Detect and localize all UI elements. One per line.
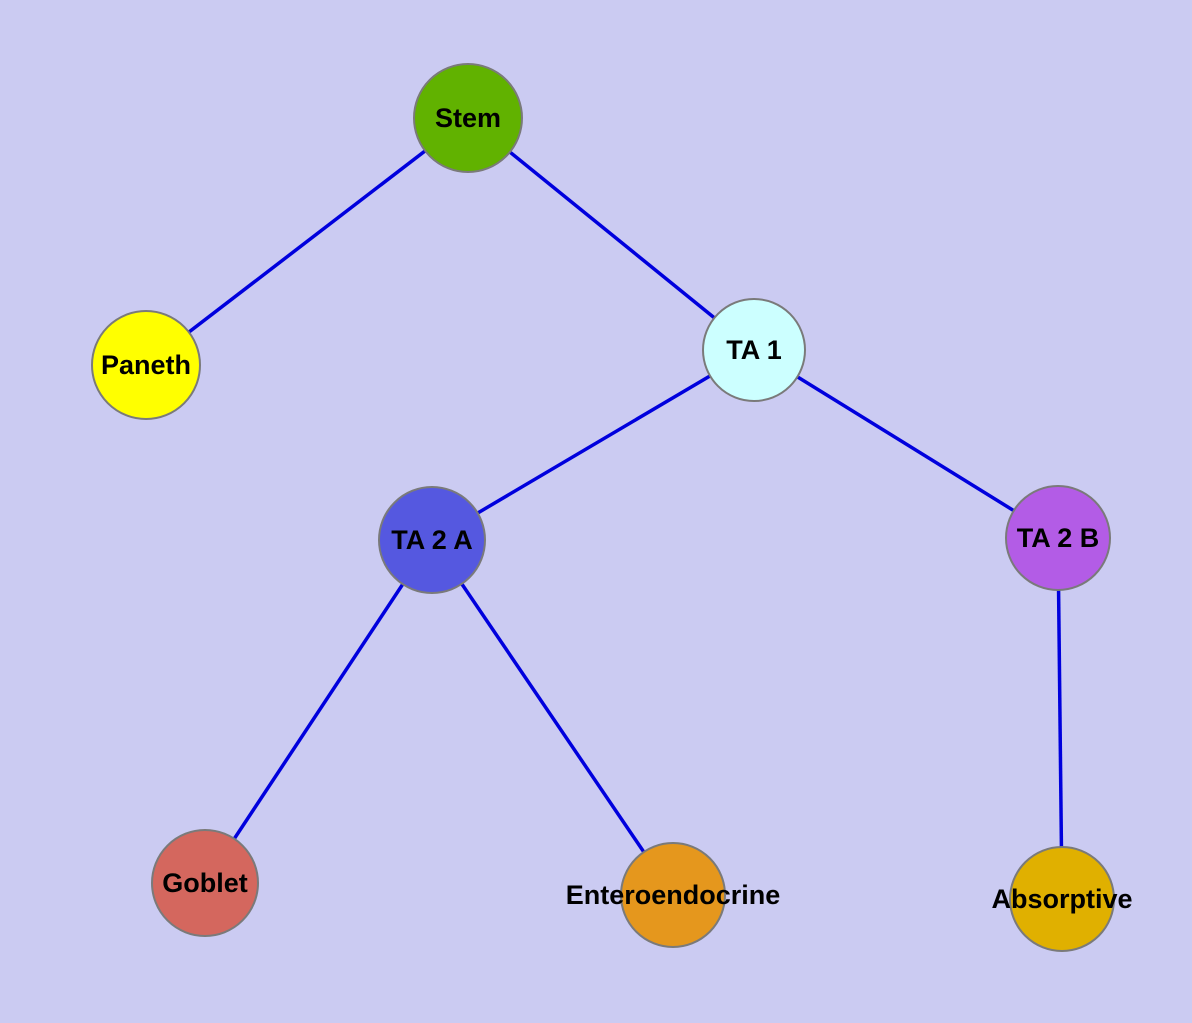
node-label-stem: Stem — [435, 103, 501, 133]
node-label-ta2a: TA 2 A — [391, 525, 473, 555]
node-circle-enteroendocrine — [620, 842, 726, 948]
node-circle-paneth — [91, 310, 201, 420]
edge-stem-paneth — [144, 116, 470, 367]
node-ta1: TA 1 — [702, 298, 806, 402]
node-label-ta2b: TA 2 B — [1017, 523, 1100, 553]
node-ta2b: TA 2 B — [1005, 485, 1111, 591]
node-paneth: Paneth — [91, 310, 201, 420]
node-label-goblet: Goblet — [162, 868, 248, 898]
node-label-enteroendocrine: Enteroendocrine — [566, 880, 781, 910]
edge-ta1-ta2b — [753, 348, 1059, 540]
node-enteroendocrine: Enteroendocrine — [566, 842, 781, 948]
node-goblet: Goblet — [151, 829, 259, 937]
node-circle-stem — [413, 63, 523, 173]
node-circle-ta1 — [702, 298, 806, 402]
node-stem: Stem — [413, 63, 523, 173]
node-label-absorptive: Absorptive — [991, 884, 1132, 914]
node-circle-ta2a — [378, 486, 486, 594]
node-circle-absorptive — [1009, 846, 1115, 952]
node-circle-ta2b — [1005, 485, 1111, 591]
node-absorptive: Absorptive — [991, 846, 1133, 952]
edge-ta2a-enteroendocrine — [430, 539, 675, 896]
edge-ta2a-goblet — [203, 539, 434, 884]
edge-ta2b-absorptive — [1056, 537, 1064, 900]
edge-ta1-ta2a — [431, 348, 755, 542]
node-circle-goblet — [151, 829, 259, 937]
node-label-ta1: TA 1 — [726, 335, 782, 365]
node-ta2a: TA 2 A — [378, 486, 486, 594]
edge-stem-ta1 — [466, 116, 756, 352]
node-label-paneth: Paneth — [101, 350, 191, 380]
